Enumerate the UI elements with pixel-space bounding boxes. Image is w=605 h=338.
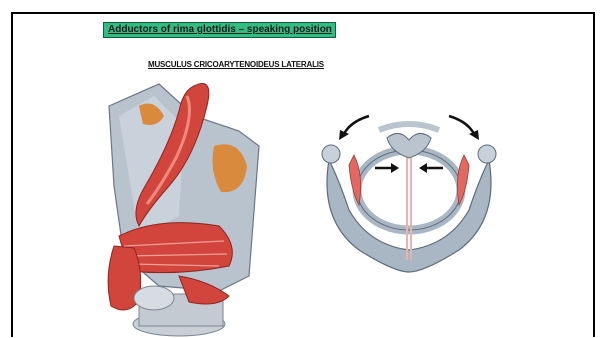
figure-caption: MUSCULUS CRICOARYTENOIDEUS LATERALIS — [148, 60, 324, 69]
slide-frame: Adductors of rima glottidis – speaking p… — [11, 12, 595, 337]
slide-title: Adductors of rima glottidis – speaking p… — [103, 22, 336, 38]
larynx-superior-diagram — [309, 110, 509, 285]
larynx-lateral-illustration — [99, 76, 269, 338]
